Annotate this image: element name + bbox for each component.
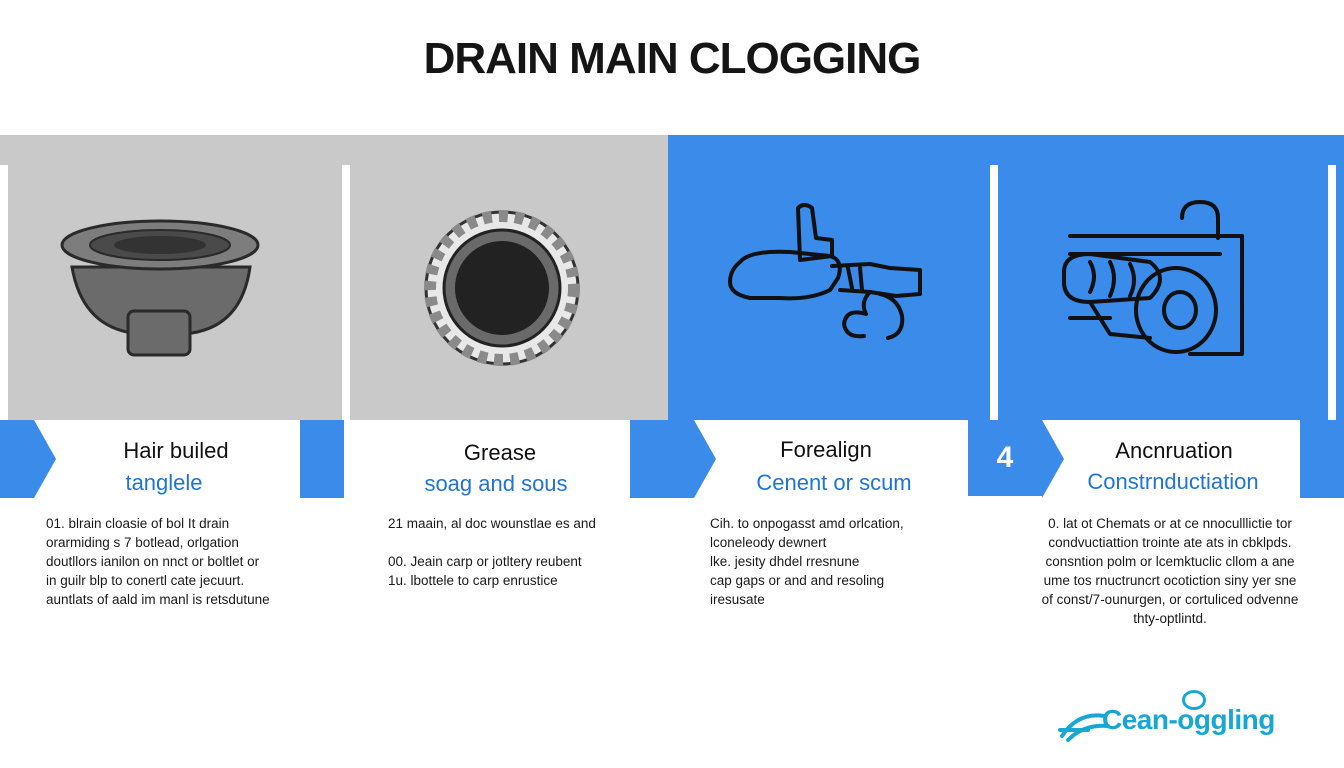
cause-name: Grease bbox=[463, 440, 537, 465]
cause-description: 0. lat ot Chemats or at ce nnoculllictie… bbox=[1020, 514, 1320, 628]
desc-line: 1u. lbottele to carp enrustice bbox=[388, 573, 558, 588]
cause-subtitle: Cenent or scum bbox=[756, 470, 912, 495]
drain-basin-icon bbox=[52, 215, 267, 365]
desc-line: 01. blrain cloasie of bol It drain bbox=[46, 516, 230, 531]
machine-pipe-icon bbox=[1050, 198, 1250, 363]
panel-divider bbox=[990, 165, 998, 420]
desc-line: cap gaps or and and resoling bbox=[710, 573, 885, 588]
logo-text: Cean-oggling bbox=[1102, 704, 1275, 735]
desc-line: 00. Jeain carp or jotltery reubent bbox=[388, 554, 582, 569]
panel-divider bbox=[0, 165, 8, 420]
cause-description: 21 maain, al doc wounstlae es and 00. Je… bbox=[388, 514, 638, 590]
tab-arrow bbox=[1042, 420, 1064, 498]
desc-line bbox=[388, 533, 638, 552]
desc-line: consntion polm or lcemktuclic cllom a an… bbox=[1045, 554, 1295, 569]
tab-marker bbox=[630, 420, 694, 498]
brand-logo: Cean-oggling bbox=[1058, 688, 1328, 748]
cause-description: Cih. to onpogasst amd orlcation, lconele… bbox=[710, 514, 960, 609]
cause-subtitle: soag and sous bbox=[424, 471, 568, 496]
pipe-ring-icon bbox=[422, 203, 582, 373]
tab-marker bbox=[0, 420, 34, 498]
panel-divider bbox=[1328, 165, 1336, 420]
cause-name: Forealign bbox=[780, 437, 872, 462]
desc-line: in guilr blp to conertl cate jecuurt. bbox=[46, 573, 245, 588]
desc-line: ume tos rnuctruncrt ocotiction siny yer … bbox=[1043, 573, 1297, 588]
desc-line: of const/7-ounurgen, or cortuliced odven… bbox=[1041, 592, 1299, 607]
desc-line: doutllors ianilon on nnct or boltlet or bbox=[46, 554, 260, 569]
desc-line: lconeleody dewnert bbox=[710, 535, 827, 550]
tab-arrow bbox=[694, 420, 716, 498]
desc-line: orarmiding s 7 botlead, orlgation bbox=[46, 535, 239, 550]
desc-line: lke. jesity dhdel rresnune bbox=[710, 554, 860, 569]
cause-subtitle: Constrnductiation bbox=[1087, 469, 1259, 494]
page-title: DRAIN MAIN CLOGGING bbox=[423, 34, 922, 83]
panel-divider bbox=[342, 165, 350, 420]
cause-description: 01. blrain cloasie of bol It drain orarm… bbox=[46, 514, 316, 609]
desc-line: condvuctiattion trointe ate ats in cbklp… bbox=[1048, 535, 1292, 550]
desc-line: Cih. to onpogasst amd orlcation, bbox=[710, 516, 904, 531]
cause-name: Hair builed bbox=[123, 438, 229, 463]
tab-arrow bbox=[34, 420, 56, 498]
tab-marker bbox=[1300, 420, 1344, 498]
cause-name: Ancnruation bbox=[1115, 438, 1233, 463]
desc-line: 0. lat ot Chemats or at ce nnoculllictie… bbox=[1048, 516, 1292, 531]
wave-logo-icon bbox=[1058, 702, 1118, 742]
desc-line: auntlats of aald im manl is retsdutune bbox=[46, 592, 270, 607]
logo-bubble-icon bbox=[1182, 690, 1206, 710]
step-number-badge: 4 bbox=[968, 420, 1042, 496]
desc-line: iresusate bbox=[710, 592, 765, 607]
desc-line: thty-optlintd. bbox=[1133, 611, 1207, 626]
faucet-pipe-icon bbox=[720, 198, 930, 343]
desc-line: 21 maain, al doc wounstlae es and bbox=[388, 516, 596, 531]
cause-subtitle: tanglele bbox=[125, 470, 203, 495]
panel-foreign bbox=[668, 135, 1344, 420]
tab-marker bbox=[300, 420, 344, 498]
